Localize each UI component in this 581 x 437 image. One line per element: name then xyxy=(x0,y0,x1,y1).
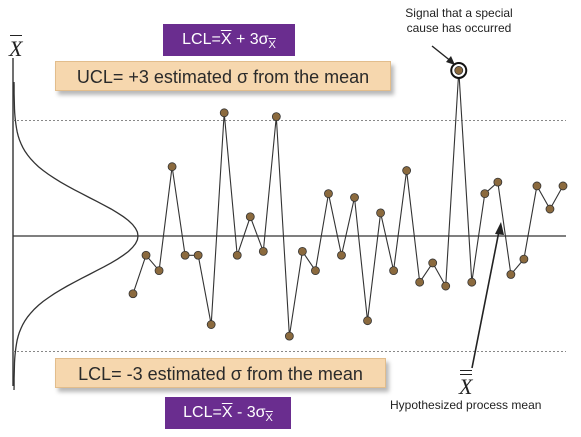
normal-distribution-curve xyxy=(13,81,139,391)
signal-note-line-1: Signal that a special xyxy=(405,6,513,20)
signal-arrowhead xyxy=(446,56,455,65)
ucl-label: UCL= +3 estimated σ from the mean xyxy=(76,67,370,87)
data-point xyxy=(167,162,177,172)
axis-xbar-symbol: X xyxy=(9,35,23,61)
lower-formula-lead: LCL= xyxy=(183,404,222,421)
data-point xyxy=(337,250,346,260)
ucl-label-box: UCL= +3 estimated σ from the mean xyxy=(55,61,391,91)
data-point xyxy=(519,254,529,264)
data-point xyxy=(428,258,438,268)
lower-formula-sub: X xyxy=(265,412,273,425)
data-point xyxy=(271,112,281,122)
data-point xyxy=(389,266,399,276)
data-point xyxy=(258,246,268,256)
mean-xbar-symbol: X xyxy=(459,370,472,398)
data-point xyxy=(493,177,503,187)
data-point xyxy=(311,266,320,276)
lower-formula-xbar: X xyxy=(221,404,233,421)
data-series-line xyxy=(132,70,564,337)
data-point xyxy=(467,277,477,287)
upper-formula-sub: X xyxy=(268,39,276,52)
data-points xyxy=(128,61,568,341)
mean-arrow xyxy=(471,225,501,369)
data-point xyxy=(402,166,412,175)
data-point xyxy=(506,270,516,279)
upper-formula-xbar: X xyxy=(220,31,232,48)
mean-arrowhead xyxy=(495,222,504,235)
data-point xyxy=(154,266,164,276)
data-point xyxy=(297,246,307,256)
data-point xyxy=(532,181,542,191)
signal-note: Signal that a special cause has occurred xyxy=(384,6,534,36)
data-point xyxy=(376,208,385,218)
data-point xyxy=(480,189,490,199)
signal-data-point xyxy=(454,66,464,75)
mean-note: Hypothesized process mean xyxy=(390,398,578,413)
data-point xyxy=(219,108,229,118)
signal-note-line-2: cause has occurred xyxy=(406,21,512,35)
mean-note-text: Hypothesized process mean xyxy=(390,398,542,412)
data-point xyxy=(206,320,216,329)
data-point xyxy=(350,193,359,202)
data-point xyxy=(558,181,568,191)
data-point xyxy=(363,316,372,326)
upper-formula-lead: LCL= xyxy=(182,31,221,48)
data-point xyxy=(284,331,294,341)
data-point xyxy=(180,250,190,260)
lower-formula-box: LCL=X - 3σX xyxy=(165,397,291,429)
data-point xyxy=(193,250,203,260)
data-point xyxy=(245,212,255,222)
lcl-label-box: LCL= -3 estimated σ from the mean xyxy=(55,358,386,388)
data-point xyxy=(441,281,451,291)
data-point xyxy=(415,277,425,287)
data-point xyxy=(141,250,151,260)
upper-formula-box: LCL=X + 3σX xyxy=(163,24,295,56)
data-point xyxy=(545,204,555,214)
upper-formula-tail: + 3σ xyxy=(231,31,269,48)
data-point xyxy=(232,250,242,260)
data-point xyxy=(128,289,138,299)
lcl-label: LCL= -3 estimated σ from the mean xyxy=(78,364,363,384)
data-point xyxy=(324,189,333,199)
lower-formula-tail: - 3σ xyxy=(232,404,266,421)
